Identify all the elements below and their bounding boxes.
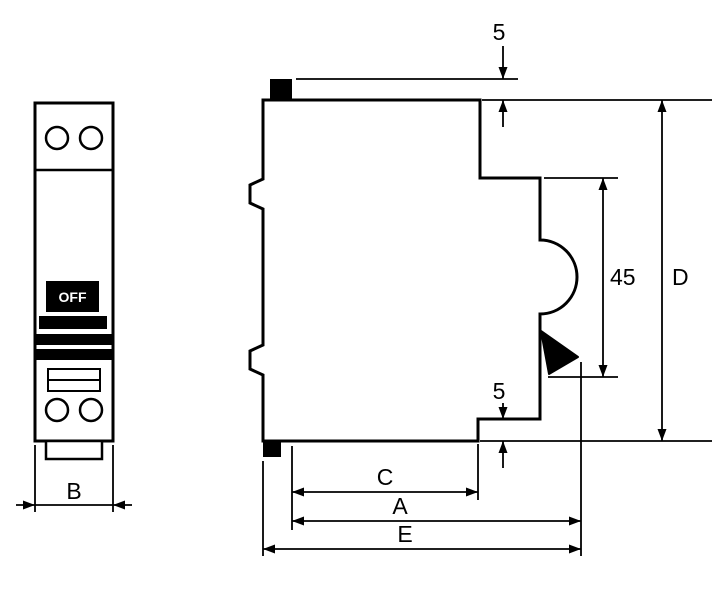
terminal-screw-bottom-right xyxy=(78,397,104,423)
arrowhead xyxy=(569,516,581,526)
terminal-screw-top-left xyxy=(44,125,70,151)
din-rail-clip xyxy=(540,330,579,375)
arrowhead xyxy=(263,544,275,554)
arrowhead xyxy=(598,178,608,190)
bottom-foot xyxy=(44,439,104,461)
terminal-screw-bottom-left xyxy=(44,397,70,423)
dimension-label-top-5: 5 xyxy=(493,19,506,45)
arrowhead xyxy=(466,487,478,497)
housing-stripe-lower xyxy=(35,349,113,360)
arrowhead xyxy=(498,441,508,453)
bottom-mounting-pad xyxy=(263,441,281,457)
arrowhead xyxy=(657,429,667,441)
dimension-label-bottom-5: 5 xyxy=(493,378,506,404)
dimension-label-a: A xyxy=(392,493,408,519)
terminal-screw-top-right xyxy=(78,125,104,151)
arrowhead xyxy=(498,407,508,419)
top-mounting-tab xyxy=(270,79,292,100)
dimension-b: B xyxy=(16,445,132,512)
dimension-label-d: D xyxy=(672,264,689,290)
arrowhead xyxy=(292,487,304,497)
dimension-bottom-5: 5 xyxy=(493,378,508,468)
dimension-a: A xyxy=(292,362,582,556)
dimension-label-b: B xyxy=(66,478,81,504)
front-view: OFF xyxy=(33,101,115,461)
arrowhead xyxy=(23,500,35,510)
housing-stripe-upper xyxy=(35,334,113,345)
arrowhead xyxy=(113,500,125,510)
dimension-e: E xyxy=(262,461,581,556)
dimension-top-5: 5 xyxy=(296,19,712,127)
arrowhead xyxy=(498,67,508,79)
dimension-45: 45 xyxy=(544,177,636,378)
breaker-side-profile xyxy=(248,98,579,443)
dimension-label-e: E xyxy=(397,521,412,547)
dimension-label-c: C xyxy=(377,464,394,490)
off-switch-label: OFF xyxy=(59,289,87,305)
off-switch xyxy=(46,281,99,312)
arrowhead xyxy=(598,365,608,377)
arrowhead xyxy=(657,100,667,112)
side-view xyxy=(248,79,579,457)
arrowhead xyxy=(498,100,508,112)
dimension-c: C xyxy=(291,444,479,530)
arrowhead xyxy=(292,516,304,526)
arrowhead xyxy=(569,544,581,554)
dimension-label-45: 45 xyxy=(610,264,636,290)
toggle-lever-bar xyxy=(39,316,107,329)
dimension-d: D xyxy=(480,100,712,442)
